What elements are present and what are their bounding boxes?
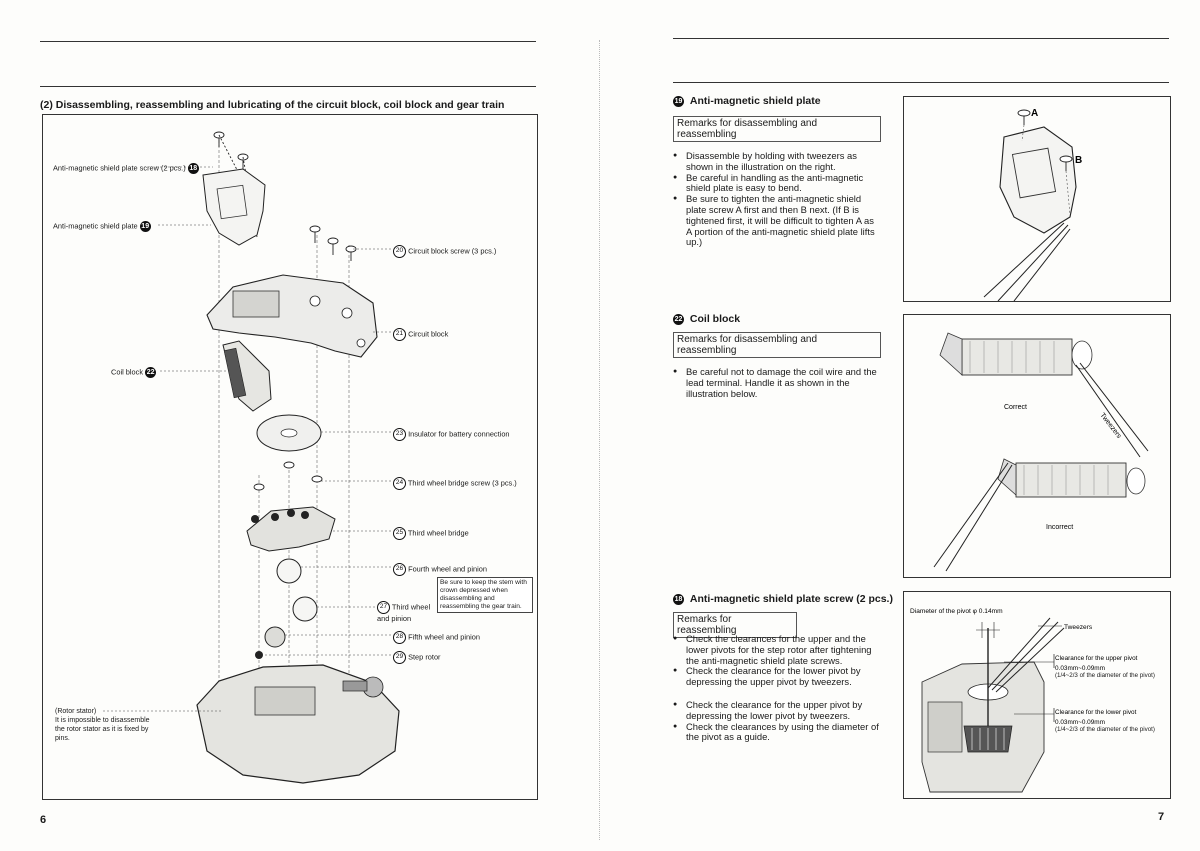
label-correct: Correct [1004, 404, 1027, 411]
part-number-badge: 19 [139, 221, 151, 232]
main-plate-shape [196, 664, 400, 784]
part-number-badge: 22 [145, 367, 157, 378]
label-part-19: Anti-magnetic shield plate 19 [53, 221, 151, 232]
label-part-29: 29 Step rotor [393, 651, 441, 664]
part-number-badge: 18 [187, 163, 199, 174]
bullet-item: Be careful not to damage the coil wire a… [673, 366, 881, 399]
bullet-item: Check the clearances by using the diamet… [673, 721, 881, 744]
label-pivot-diameter: Diameter of the pivot φ 0.14mm [910, 608, 1003, 615]
bullets-coil-block: Be careful not to damage the coil wire a… [673, 366, 881, 399]
bullet-item: Be sure to tighten the anti-magnetic shi… [673, 193, 881, 248]
crown-note: Be sure to keep the stem with crown depr… [437, 577, 533, 613]
label-screw-a: A [1031, 108, 1038, 119]
label-part-25: 25 Third wheel bridge [393, 527, 469, 540]
rotor-stator-label: (Rotor stator) [55, 708, 97, 715]
rotor-stator-note: It is impossible to disassemble the roto… [55, 717, 150, 742]
exploded-view-illustration [103, 131, 400, 784]
left-page-number: 6 [40, 814, 47, 826]
part-number-badge: 25 [393, 527, 406, 540]
label-part-22: Coil block 22 [111, 367, 157, 378]
section-shield-plate-title: 19 Anti-magnetic shield plate [673, 95, 821, 107]
label-incorrect: Incorrect [1046, 524, 1073, 531]
label-upper-value: 0.03mm~0.09mm [1055, 665, 1105, 672]
section-shield-screw-title: 18 Anti-magnetic shield plate screw (2 p… [673, 593, 893, 605]
label-lower-title: Clearance for the lower pivot [1055, 709, 1137, 716]
coil-block-illustration: Correct Tweezers Incorrect [933, 332, 1149, 572]
part-number-badge: 24 [393, 477, 406, 490]
figure-pivot-clearance: Diameter of the pivot φ 0.14mm Tweezers … [903, 591, 1171, 799]
bullet-item: Check the clearance for the lower pivot … [673, 666, 881, 688]
section-number-badge: 18 [673, 593, 684, 605]
label-upper-note: (1/4~2/3 of the diameter of the pivot) [1055, 672, 1155, 679]
section-number-badge: 19 [673, 95, 684, 107]
part-number-badge: 27 [377, 601, 390, 614]
remarks-coil-block: Remarks for disassembling and reassembli… [673, 332, 881, 358]
remarks-shield-plate: Remarks for disassembling and reassembli… [673, 116, 881, 142]
section-number-badge: 22 [673, 313, 684, 325]
part-number-badge: 26 [393, 563, 406, 576]
left-second-rule [40, 86, 536, 87]
label-tweezers-pivot: Tweezers [1064, 624, 1093, 631]
fourth-wheel-shape [276, 558, 302, 584]
label-upper-title: Clearance for the upper pivot [1055, 655, 1138, 662]
figure-shield-plate: A B [903, 96, 1171, 302]
bullet-item: Be careful in handling as the anti-magne… [673, 172, 881, 195]
part-number-badge: 28 [393, 631, 406, 644]
right-top-rule [673, 38, 1169, 39]
page-gutter [599, 40, 600, 840]
bullet-item: Check the clearances for the upper and t… [673, 633, 881, 666]
label-screw-b: B [1075, 155, 1082, 166]
label-part-21: 21 Circuit block [393, 328, 448, 341]
label-part-26: 26 Fourth wheel and pinion [393, 563, 487, 576]
label-part-23: 23 Insulator for battery connection [393, 428, 510, 441]
label-part-27: 27 Third wheel and pinion [377, 601, 431, 623]
section-coil-block-title: 22 Coil block [673, 313, 741, 325]
exploded-view-frame: Anti-magnetic shield plate screw (2 pcs.… [42, 114, 538, 800]
part-number-badge: 21 [393, 328, 406, 341]
bullets-shield-plate: Disassemble by holding with tweezers as … [673, 150, 881, 248]
part-number-badge: 29 [393, 651, 406, 664]
label-part-24: 24 Third wheel bridge screw (3 pcs.) [393, 477, 517, 490]
left-top-rule [40, 41, 536, 42]
figure-coil-block: Correct Tweezers Incorrect [903, 314, 1171, 578]
part-number-badge: 20 [393, 245, 406, 258]
bullets-shield-screw: Check the clearances for the upper and t… [673, 633, 881, 744]
right-second-rule [673, 82, 1169, 83]
shield-plate-illustration: A B [983, 108, 1082, 301]
label-lower-value: 0.03mm~0.09mm [1055, 719, 1105, 726]
bullet-item: Disassemble by holding with tweezers as … [673, 150, 881, 173]
part-number-badge: 23 [393, 428, 406, 441]
label-part-28: 28 Fifth wheel and pinion [393, 631, 480, 644]
pivot-clearance-illustration: Diameter of the pivot φ 0.14mm Tweezers … [910, 608, 1155, 793]
left-section-title: (2) Disassembling, reassembling and lubr… [40, 99, 505, 111]
right-page-number: 7 [1158, 811, 1165, 823]
bullet-item: Check the clearance for the upper pivot … [673, 699, 881, 722]
shield-plate-shape [202, 168, 266, 246]
third-wheel-bridge-shape [246, 506, 336, 552]
label-part-20: 20 Circuit block screw (3 pcs.) [393, 245, 496, 258]
label-part-18: Anti-magnetic shield plate screw (2 pcs.… [53, 163, 199, 174]
label-lower-note: (1/4~2/3 of the diameter of the pivot) [1055, 726, 1155, 733]
